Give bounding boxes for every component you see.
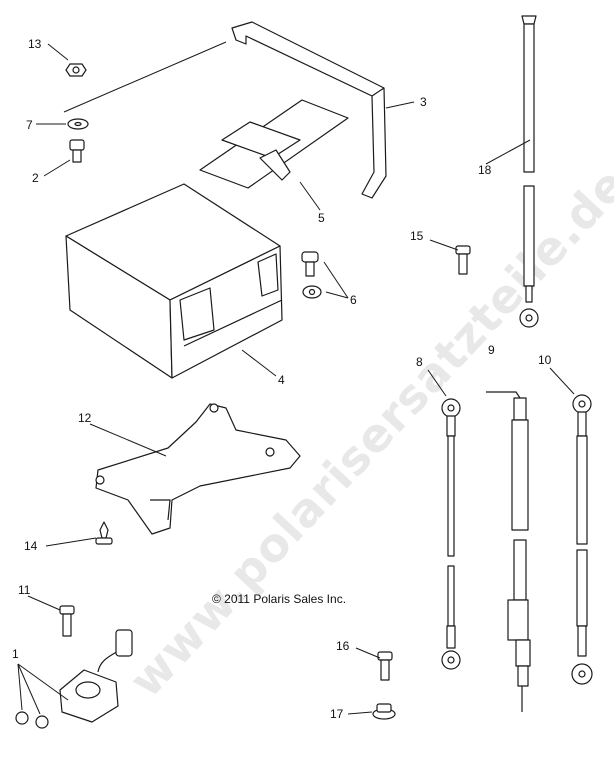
leader-lines	[17, 41, 575, 715]
part-2-bolt	[69, 139, 85, 163]
part-7-washer	[67, 118, 89, 130]
part-18-cable	[519, 15, 539, 328]
callout-1: 1	[12, 647, 19, 661]
callout-11: 11	[18, 583, 31, 597]
callout-labels: 13 7 2 3 5 4 6 18 15 12 14 11 1 8 9 10 1…	[12, 37, 552, 721]
callout-15: 15	[410, 229, 424, 243]
callout-2: 2	[32, 171, 39, 185]
part-12-battery-tray	[95, 403, 301, 535]
part-4-battery	[65, 183, 283, 379]
part-14-push-rivet	[95, 521, 113, 545]
part-5-bracket	[199, 99, 349, 189]
part-15-bolt	[455, 245, 471, 275]
part-10-cable	[571, 394, 593, 685]
copyright-notice: © 2011 Polaris Sales Inc.	[212, 592, 346, 606]
callout-3: 3	[420, 95, 427, 109]
callout-9: 9	[488, 343, 495, 357]
part-13-nut	[65, 63, 87, 77]
callout-14: 14	[24, 539, 38, 553]
callout-18: 18	[478, 163, 492, 177]
part-1-solenoid	[15, 629, 133, 729]
callout-7: 7	[26, 118, 33, 132]
callout-4: 4	[278, 373, 285, 387]
part-9-harness	[486, 391, 531, 712]
callout-13: 13	[28, 37, 42, 51]
part-3-battery-strap	[231, 21, 387, 199]
callout-8: 8	[416, 355, 423, 369]
part-11-bolt	[59, 605, 75, 637]
callout-17: 17	[330, 707, 344, 721]
part-8-cable	[441, 398, 461, 670]
callout-16: 16	[336, 639, 350, 653]
callout-5: 5	[318, 211, 325, 225]
part-16-bolt	[377, 651, 393, 681]
callout-6: 6	[350, 293, 357, 307]
callout-12: 12	[78, 411, 92, 425]
callout-10: 10	[538, 353, 552, 367]
part-6-bolt-and-nut	[301, 251, 322, 299]
part-17-flange-nut	[372, 703, 396, 720]
